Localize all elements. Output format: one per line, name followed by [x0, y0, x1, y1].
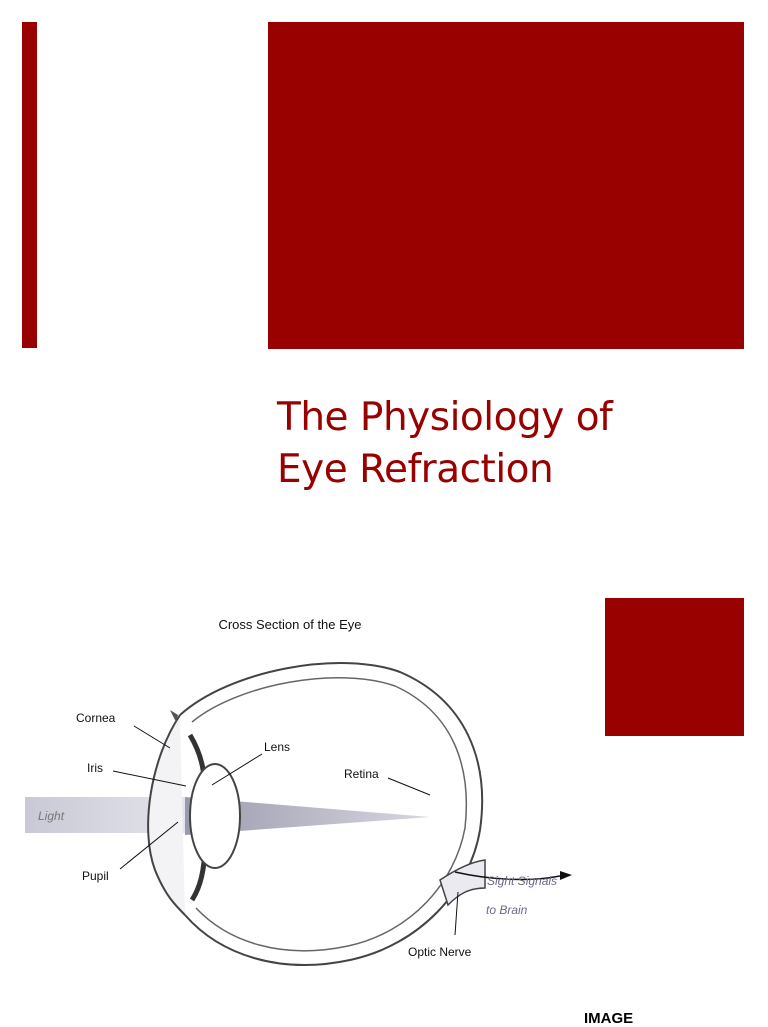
diagram-heading: Cross Section of the Eye: [218, 617, 361, 632]
image-footer-label: IMAGE: [584, 1010, 634, 1027]
label-cornea: Cornea: [76, 711, 116, 725]
label-light: Light: [38, 809, 65, 823]
accent-bar-left: [22, 22, 37, 348]
eyeball: [147, 662, 486, 966]
signal-arrow: [454, 871, 561, 881]
eye-cross-section-diagram: Cross Section of the Eye Cornea Iris Len…: [25, 617, 572, 966]
label-retina: Retina: [344, 767, 379, 781]
label-iris: Iris: [87, 761, 103, 775]
title-line-2: Eye Refraction: [277, 447, 554, 492]
label-lens: Lens: [264, 740, 290, 754]
label-to-brain: to Brain: [486, 903, 528, 917]
accent-block-small: [605, 598, 744, 736]
signal-arrowhead: [560, 871, 572, 880]
label-optic-nerve: Optic Nerve: [408, 945, 472, 959]
accent-block-top: [268, 22, 744, 349]
label-sight-signals: Sight Signals: [487, 874, 557, 888]
leader-lines: [112, 725, 459, 936]
title-line-1: The Physiology of: [277, 395, 613, 440]
page-title: The Physiology of Eye Refraction: [277, 392, 747, 496]
refracted-beam: [185, 797, 430, 835]
label-pupil: Pupil: [82, 869, 109, 883]
